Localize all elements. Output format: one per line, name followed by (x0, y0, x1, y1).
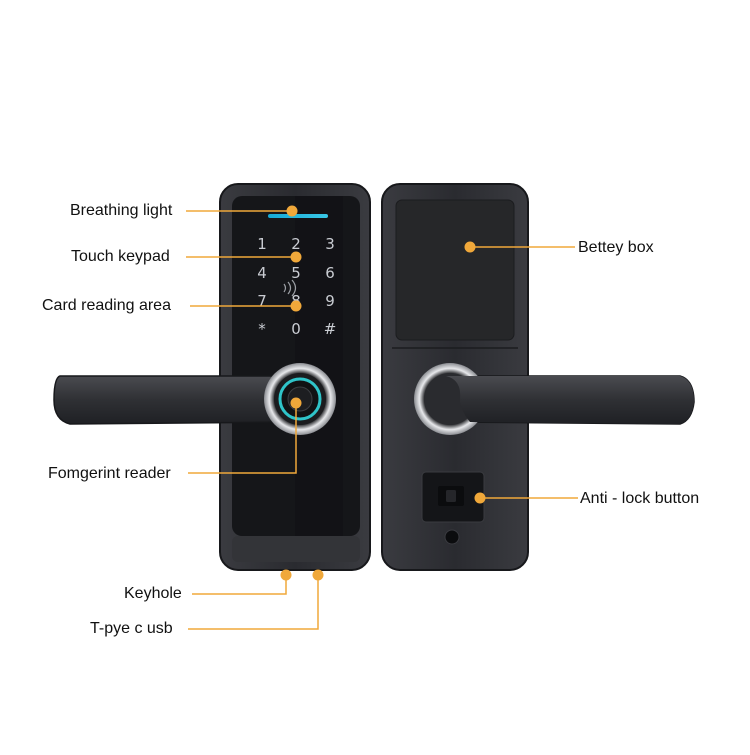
contactless-card-icon (283, 279, 297, 297)
keypad-key[interactable]: 7 (257, 292, 267, 310)
label-keyhole: Keyhole (124, 585, 182, 602)
breathing-light (268, 214, 328, 218)
back-keyhole-icon (444, 529, 460, 545)
keypad-key[interactable]: 6 (325, 264, 335, 282)
label-card-reading-area: Card reading area (42, 297, 171, 314)
keypad-key[interactable]: 1 (257, 235, 267, 253)
keypad-key[interactable]: 2 (291, 235, 301, 253)
keypad-key[interactable]: 3 (325, 235, 335, 253)
callout-lines (186, 210, 578, 630)
keypad-key[interactable]: 0 (291, 320, 301, 338)
callout-dots (280, 205, 486, 581)
keypad-key[interactable]: 9 (325, 292, 335, 310)
label-anti-lock-button: Anti - lock button (580, 490, 700, 507)
fingerprint-icon[interactable] (278, 377, 322, 421)
back-handle[interactable] (414, 363, 695, 435)
anti-lock-button-icon[interactable] (421, 471, 485, 523)
label-usb: T-pye c usb (90, 620, 173, 637)
label-touch-keypad: Touch keypad (71, 248, 170, 265)
keypad-key[interactable]: 5 (291, 264, 301, 282)
keypad-key[interactable]: * (258, 320, 266, 338)
label-fingerprint-reader: Fomgerint reader (48, 465, 171, 482)
keypad-key[interactable]: # (324, 320, 337, 338)
label-breathing-light: Breathing light (70, 202, 173, 219)
keypad-key[interactable]: 4 (257, 264, 267, 282)
label-battery-box: Bettey box (578, 239, 654, 256)
